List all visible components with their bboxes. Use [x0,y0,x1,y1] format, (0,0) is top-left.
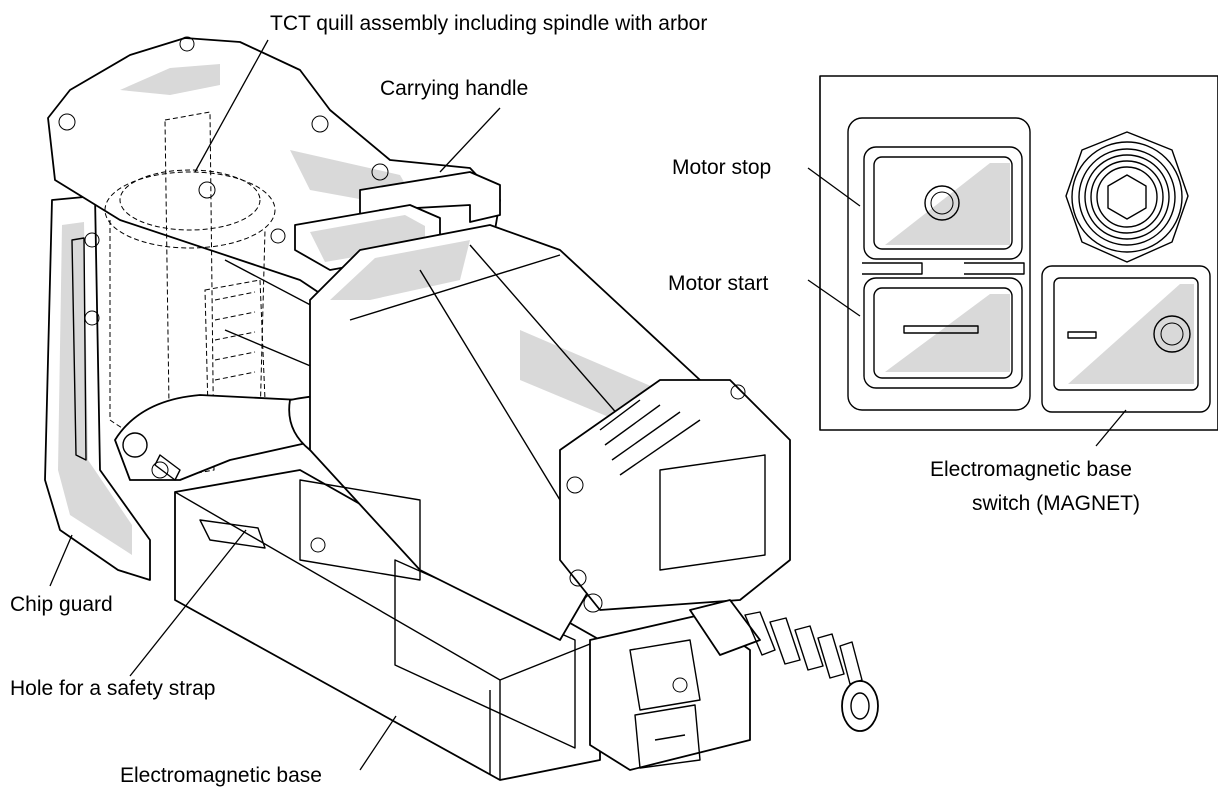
electromagnetic-base [174,469,601,781]
cable-strain-relief [689,599,879,732]
label-chip-guard: Chip guard [10,593,113,616]
leader-base [359,715,397,771]
label-motor-start: Motor start [668,272,769,295]
label-magnet-switch-line2: switch (MAGNET) [972,492,1140,515]
leader-motor-start [807,279,861,317]
label-quill: TCT quill assembly including spindle wit… [270,12,708,35]
motor-end-cap [559,379,791,613]
cable-gland-nut [1065,131,1189,263]
label-safety-strap: Hole for a safety strap [10,677,216,700]
motor-start-key [863,277,1023,389]
leader-safety-strap [129,529,247,677]
leader-quill [194,39,269,173]
switch-panel-inset [819,75,1218,431]
motor-stop-key [863,146,1023,260]
magnet-switch [1041,265,1211,413]
leader-lines [49,39,1127,771]
label-motor-stop: Motor stop [672,156,772,179]
leader-chip-guard [49,534,73,587]
label-carrying-handle: Carrying handle [380,77,529,100]
leader-motor-stop [807,167,861,207]
label-electromagnetic-base: Electromagnetic base [120,764,322,787]
label-magnet-switch-line1: Electromagnetic base [930,458,1132,481]
leader-handle [439,107,501,173]
chip-guard [44,195,151,581]
leader-magnet-switch [1095,409,1127,447]
